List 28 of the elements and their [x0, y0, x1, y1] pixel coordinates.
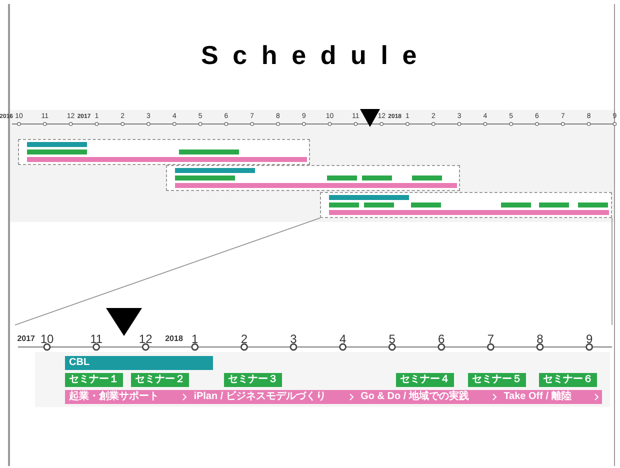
program-bar: CBL — [65, 356, 213, 370]
zoom-line — [14, 218, 320, 326]
month-label: 6 — [438, 331, 445, 348]
phase-label: Go & Do / 地域での実践 — [360, 392, 469, 402]
year-label: 2018 — [165, 333, 183, 345]
seminar-bar: セミナー４ — [396, 373, 454, 387]
seminar-bar: セミナー１ — [65, 373, 123, 387]
month-label: 1 — [192, 331, 198, 348]
month-label: 12 — [138, 331, 152, 348]
phase-bar — [65, 390, 602, 404]
seminar-bar: セミナー３ — [224, 373, 282, 387]
title: Schedule — [200, 39, 432, 72]
month-label: 10 — [40, 331, 54, 348]
seminar-bar: セミナー６ — [539, 373, 597, 387]
phase-label: 起業・創業サポート — [69, 392, 159, 402]
phase-label: Take Off / 離陸 — [504, 392, 572, 402]
phase-label: iPlan / ビジネスモデルづくり — [194, 392, 326, 402]
month-label: 2 — [240, 331, 248, 348]
seminar-bar: セミナー２ — [131, 373, 189, 387]
month-label: 9 — [586, 331, 593, 348]
seminar-bar: セミナー５ — [468, 373, 526, 387]
month-label: 7 — [487, 331, 494, 348]
month-label: 5 — [388, 331, 396, 348]
month-label: 3 — [290, 331, 297, 348]
month-label: 4 — [339, 331, 346, 348]
year-label: 2017 — [17, 333, 35, 345]
month-label: 11 — [90, 331, 103, 348]
month-label: 8 — [536, 331, 544, 348]
